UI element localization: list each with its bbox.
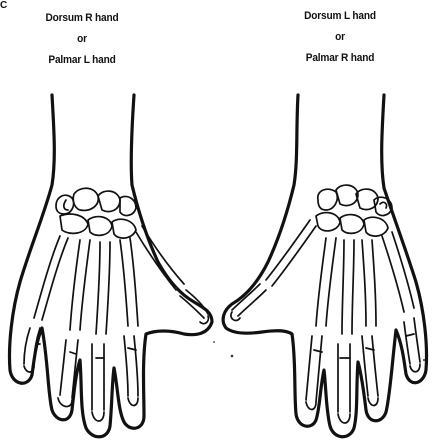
right-hand <box>223 95 426 437</box>
left-hand <box>9 95 212 437</box>
right-carpals <box>316 185 392 236</box>
left-carpals <box>56 188 136 238</box>
right-hand-outline <box>223 95 426 437</box>
left-hand-outline <box>9 95 212 437</box>
